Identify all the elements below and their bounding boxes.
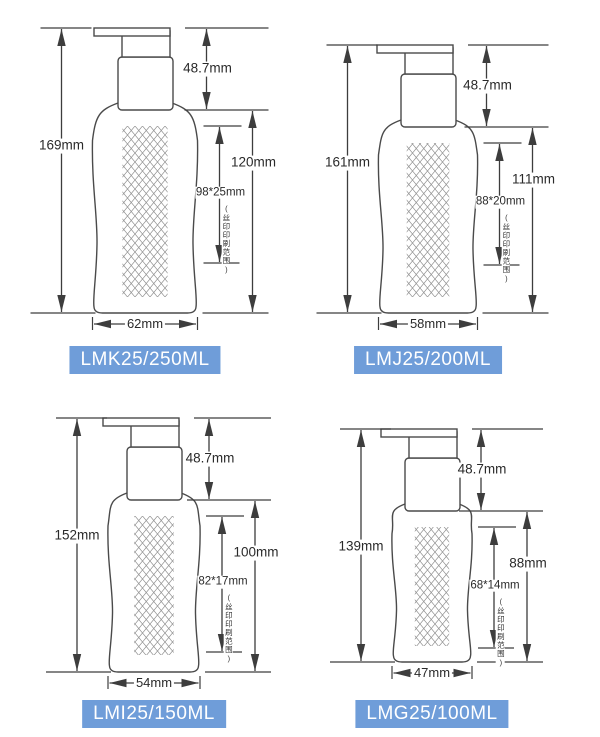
bottle-diagram bbox=[316, 44, 549, 330]
dim-bottle-width: 58mm bbox=[407, 315, 449, 332]
dim-body-height: 88mm bbox=[507, 555, 549, 572]
dim-print-area: 68*14mm bbox=[469, 579, 521, 592]
dim-body-height: 111mm bbox=[509, 171, 558, 188]
dim-pump-height: 48.7mm bbox=[183, 450, 237, 467]
bottle-diagram bbox=[30, 27, 269, 330]
dim-pump-height: 48.7mm bbox=[455, 461, 509, 478]
bottle-panel: 139mm 48.7mm 88mm 68*14mm (丝印印刷范围) 47mm … bbox=[300, 390, 600, 737]
bottle-panel: 161mm 48.7mm 111mm 88*20mm (丝印印刷范围) 58mm… bbox=[300, 0, 600, 390]
dim-print-area: 98*25mm bbox=[194, 186, 247, 199]
dim-pump-height: 48.7mm bbox=[181, 60, 234, 77]
bottle-panel: 169mm 48.7mm 120mm 98*25mm (丝印印刷范围) 62mm… bbox=[0, 0, 300, 390]
dim-print-area: 88*20mm bbox=[474, 195, 527, 209]
dim-body-height: 100mm bbox=[231, 544, 281, 561]
model-badge: LMI25/150ML bbox=[82, 700, 226, 728]
print-area-note: (丝印印刷范围) bbox=[495, 595, 506, 669]
model-badge: LMJ25/200ML bbox=[354, 346, 502, 374]
model-badge: LMG25/100ML bbox=[355, 700, 509, 728]
dim-print-area: 82*17mm bbox=[197, 575, 249, 589]
bottle-panel: 152mm 48.7mm 100mm 82*17mm (丝印印刷范围) 54mm… bbox=[0, 390, 300, 737]
dim-total-height: 169mm bbox=[36, 137, 87, 154]
bottle-diagram bbox=[46, 417, 271, 689]
dim-bottle-width: 54mm bbox=[133, 674, 175, 691]
bottle-diagram bbox=[330, 428, 543, 679]
model-badge: LMK25/250ML bbox=[69, 346, 221, 374]
dim-pump-height: 48.7mm bbox=[461, 77, 514, 94]
dim-total-height: 139mm bbox=[336, 538, 386, 555]
dim-bottle-width: 62mm bbox=[124, 315, 166, 332]
print-area-note: (丝印印刷范围) bbox=[223, 592, 234, 665]
dim-total-height: 161mm bbox=[322, 154, 373, 171]
print-area-note: (丝印印刷范围) bbox=[221, 202, 231, 276]
dim-total-height: 152mm bbox=[52, 527, 102, 544]
dim-body-height: 120mm bbox=[228, 154, 279, 171]
print-area-note: (丝印印刷范围) bbox=[501, 212, 511, 285]
dim-bottle-width: 47mm bbox=[411, 664, 453, 681]
